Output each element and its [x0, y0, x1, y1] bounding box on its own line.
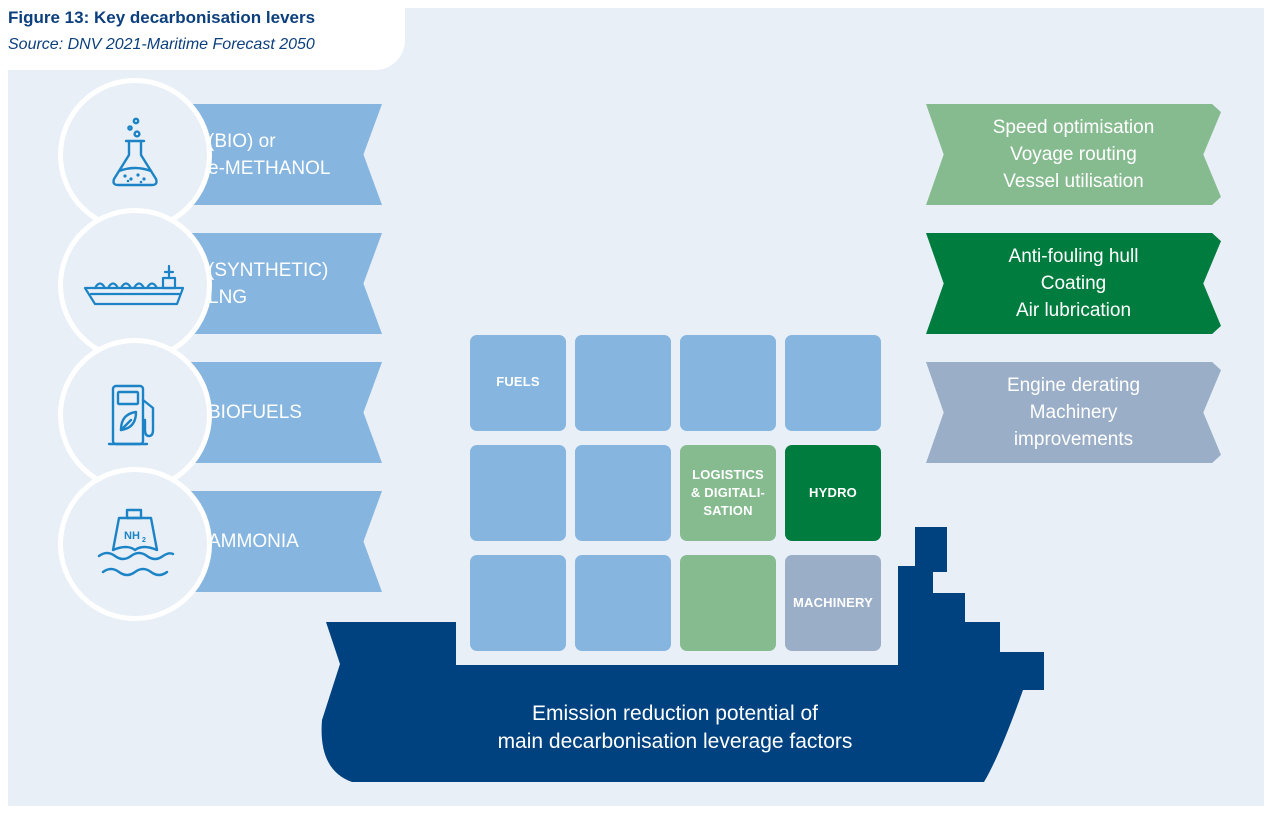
ship-hull: [321, 527, 1044, 782]
cell-logistics-line1: LOGISTICS: [692, 467, 764, 482]
lever-hydro-line1: Anti-fouling hull: [1008, 246, 1139, 267]
cell-machinery: MACHINERY: [785, 555, 881, 651]
flask-icon-circle: [58, 78, 212, 232]
cell-fuel-7: [470, 555, 566, 651]
lng-tanker-icon: [83, 264, 185, 306]
lever-methanol-line1: (BIO) or: [208, 130, 276, 152]
cell-fuels: FUELS: [470, 335, 566, 431]
cell-fuel-8: [575, 555, 671, 651]
lever-machinery-line1: Engine derating: [1006, 375, 1141, 396]
cell-hydro: HYDRO: [785, 445, 881, 541]
cell-fuel-2: [575, 335, 671, 431]
flask-icon: [112, 117, 158, 187]
nh2-ship-icon-circle: NH 2: [58, 467, 212, 621]
lever-operations-line2: Voyage routing: [1010, 144, 1137, 165]
cell-logistics-line2: & DIGITALI-: [690, 485, 766, 500]
cell-machinery-label: MACHINERY: [792, 595, 874, 610]
figure-source: Source: DNV 2021-Maritime Forecast 2050: [8, 36, 315, 53]
lever-lng-line2: LNG: [208, 286, 248, 308]
lever-machinery-line2: Machinery: [1029, 402, 1118, 423]
lever-ammonia-label: AMMONIA: [208, 531, 299, 552]
lever-lng-line1: (SYNTHETIC): [208, 259, 329, 281]
ship-caption-line1: Emission reduction potential of: [532, 702, 818, 725]
ship-caption-line2: main decarbonisation leverage factors: [497, 730, 853, 753]
cell-logistics: LOGISTICS & DIGITALI- SATION: [680, 445, 776, 541]
lever-methanol-line2: e-METHANOL: [208, 157, 331, 179]
lever-operations-line3: Vessel utilisation: [1003, 171, 1144, 192]
ship-caption: Emission reduction potential of main dec…: [440, 700, 910, 756]
lever-machinery-line3: improvements: [1013, 429, 1134, 450]
fuel-pump-leaf-icon: [107, 384, 155, 446]
lever-hydro-line3: Air lubrication: [1015, 300, 1132, 321]
cell-logistics-line3: SATION: [703, 503, 753, 518]
cell-fuel-6: [575, 445, 671, 541]
cell-logistics-2: [680, 555, 776, 651]
cell-fuels-label: FUELS: [496, 374, 540, 389]
lever-hydro-line2: Coating: [1040, 273, 1107, 294]
figure-title: Figure 13: Key decarbonisation levers: [8, 8, 316, 27]
lever-biofuels-label: BIOFUELS: [208, 402, 302, 423]
cell-fuel-4: [785, 335, 881, 431]
cell-hydro-label: HYDRO: [809, 485, 857, 500]
figure-header: Figure 13: Key decarbonisation levers So…: [0, 0, 405, 70]
lever-machinery: Engine derating Machinery improvements: [926, 362, 1221, 463]
lever-hydro: Anti-fouling hull Coating Air lubricatio…: [926, 233, 1221, 334]
nh2-label: NH: [124, 530, 140, 542]
cell-fuel-5: [470, 445, 566, 541]
nh2-subscript: 2: [142, 537, 146, 544]
cell-fuel-3: [680, 335, 776, 431]
lever-operations-line1: Speed optimisation: [992, 117, 1155, 138]
lever-operations: Speed optimisation Voyage routing Vessel…: [926, 104, 1221, 205]
nh2-ship-icon: NH 2: [97, 508, 175, 577]
